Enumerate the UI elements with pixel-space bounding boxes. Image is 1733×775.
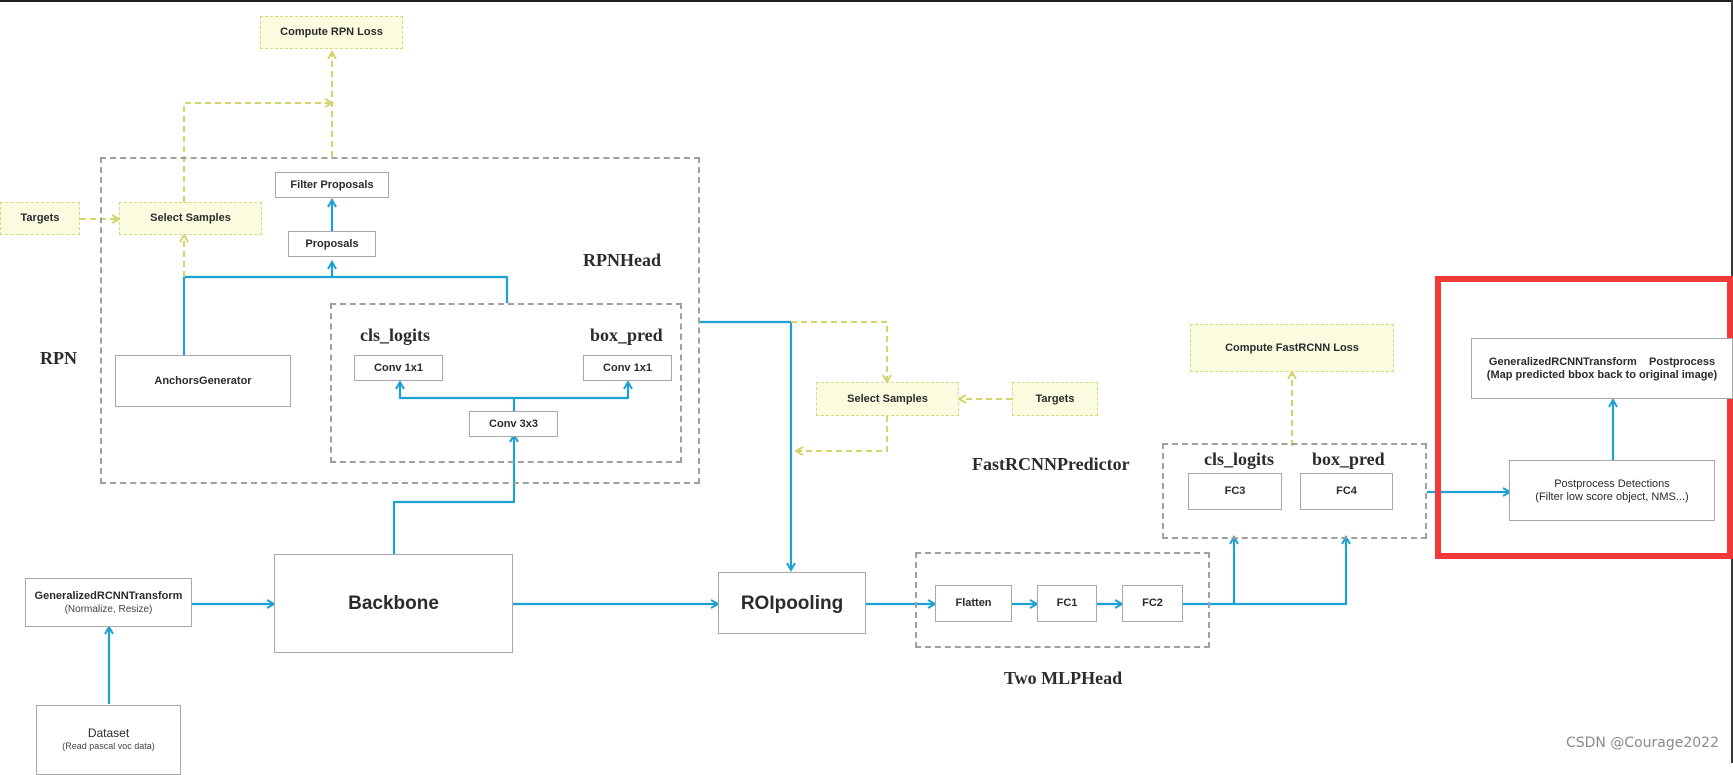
wire-rpn-to-roipooling bbox=[700, 320, 791, 570]
fast-rcnn-predictor-group bbox=[1162, 443, 1427, 539]
flatten-text: Flatten bbox=[955, 597, 992, 609]
fc2-text: FC2 bbox=[1142, 597, 1163, 609]
fc1-text: FC1 bbox=[1056, 597, 1078, 609]
targets-rpn-node[interactable]: Targets bbox=[0, 202, 80, 235]
transform-postprocess-subtitle: (Map predicted bbox back to original ima… bbox=[1486, 368, 1718, 381]
dataset-title: Dataset bbox=[87, 726, 130, 740]
dataset-node[interactable]: Dataset (Read pascal voc data) bbox=[36, 705, 181, 775]
transform-postprocess-node[interactable]: GeneralizedRCNNTransform Postprocess (Ma… bbox=[1471, 338, 1733, 399]
fc1-node[interactable]: FC1 bbox=[1037, 585, 1097, 622]
rpn-conv1x1-cls-node[interactable]: Conv 1x1 bbox=[354, 355, 443, 381]
fc4-text: FC4 bbox=[1336, 485, 1357, 497]
transform-subtitle: (Normalize, Resize) bbox=[64, 603, 153, 615]
targets-roi-node[interactable]: Targets bbox=[1012, 382, 1098, 416]
select-samples-roi-node[interactable]: Select Samples bbox=[816, 382, 959, 416]
rpn-label: RPN bbox=[40, 348, 77, 368]
transform-node[interactable]: GeneralizedRCNNTransform (Normalize, Res… bbox=[25, 578, 192, 627]
rpn-head-group bbox=[330, 303, 682, 463]
rpn-conv3x3-text: Conv 3x3 bbox=[489, 417, 538, 430]
rpn-conv1x1-box-text: Conv 1x1 bbox=[603, 361, 652, 374]
flatten-node[interactable]: Flatten bbox=[935, 585, 1012, 622]
fast-rcnn-predictor-label: FastRCNNPredictor bbox=[972, 454, 1130, 474]
wire-fc2-to-fc3 bbox=[1183, 537, 1346, 606]
loss-wire-select-roi-to-roipooling bbox=[796, 416, 888, 451]
fc2-node[interactable]: FC2 bbox=[1122, 585, 1183, 622]
pred-cls-logits-label: cls_logits bbox=[1204, 449, 1274, 469]
anchors-generator-text: AnchorsGenerator bbox=[154, 374, 252, 387]
rpn-conv1x1-box-node[interactable]: Conv 1x1 bbox=[583, 355, 672, 381]
rpn-group bbox=[100, 157, 700, 484]
filter-proposals-node[interactable]: Filter Proposals bbox=[275, 172, 389, 198]
fc4-node[interactable]: FC4 bbox=[1300, 473, 1393, 510]
loss-wire-rpn-to-select-roi bbox=[791, 321, 887, 382]
fc3-text: FC3 bbox=[1224, 485, 1246, 497]
compute-rpn-loss-node[interactable]: Compute RPN Loss bbox=[260, 16, 403, 49]
wire-conv3x3-split bbox=[400, 382, 516, 416]
proposals-text: Proposals bbox=[305, 237, 359, 250]
rpn-conv3x3-node[interactable]: Conv 3x3 bbox=[469, 411, 558, 437]
postprocess-title: Postprocess Detections bbox=[1554, 477, 1670, 490]
roi-pooling-text: ROIpooling bbox=[740, 592, 844, 614]
loss-wire-select-to-loss bbox=[183, 103, 332, 202]
postprocess-subtitle: (Filter low score object, NMS...) bbox=[1535, 490, 1689, 503]
backbone-node[interactable]: Backbone bbox=[274, 554, 513, 653]
two-mlp-head-label: Two MLPHead bbox=[1004, 668, 1123, 688]
select-samples-rpn-node[interactable]: Select Samples bbox=[119, 202, 262, 235]
rpn-conv1x1-cls-text: Conv 1x1 bbox=[374, 361, 423, 374]
dataset-subtitle: (Read pascal voc data) bbox=[62, 741, 155, 751]
select-samples-roi-text: Select Samples bbox=[847, 392, 928, 405]
roi-pooling-node[interactable]: ROIpooling bbox=[718, 572, 866, 634]
transform-postprocess-title: GeneralizedRCNNTransform Postprocess bbox=[1488, 355, 1716, 368]
proposals-node[interactable]: Proposals bbox=[288, 231, 376, 257]
two-mlp-head-group bbox=[915, 552, 1210, 648]
compute-fastrcnn-loss-node[interactable]: Compute FastRCNN Loss bbox=[1190, 324, 1394, 372]
wire-backbone-to-conv3x3 bbox=[392, 435, 514, 554]
targets-rpn-text: Targets bbox=[20, 212, 60, 224]
transform-title: GeneralizedRCNNTransform bbox=[34, 589, 183, 602]
filter-proposals-text: Filter Proposals bbox=[290, 178, 374, 191]
postprocess-detections-node[interactable]: Postprocess Detections (Filter low score… bbox=[1509, 460, 1715, 521]
watermark: CSDN @Courage2022 bbox=[1565, 735, 1719, 751]
targets-roi-text: Targets bbox=[1035, 392, 1075, 405]
select-samples-rpn-text: Select Samples bbox=[150, 212, 231, 224]
postprocess-highlight bbox=[1435, 276, 1733, 559]
window-top-border bbox=[0, 0, 1733, 2]
rpn-box-pred-label: box_pred bbox=[590, 325, 663, 345]
anchors-generator-node[interactable]: AnchorsGenerator bbox=[115, 355, 291, 407]
compute-fastrcnn-loss-text: Compute FastRCNN Loss bbox=[1225, 341, 1359, 354]
compute-rpn-loss-text: Compute RPN Loss bbox=[280, 26, 383, 38]
pred-box-pred-label: box_pred bbox=[1312, 449, 1385, 469]
wire-rpnhead-to-proposals bbox=[182, 275, 509, 355]
rpn-cls-logits-label: cls_logits bbox=[360, 325, 430, 345]
wire-conv3x3-to-box bbox=[514, 382, 628, 400]
fc3-node[interactable]: FC3 bbox=[1188, 473, 1282, 510]
rpn-head-label: RPNHead bbox=[583, 250, 661, 270]
backbone-text: Backbone bbox=[348, 593, 439, 614]
